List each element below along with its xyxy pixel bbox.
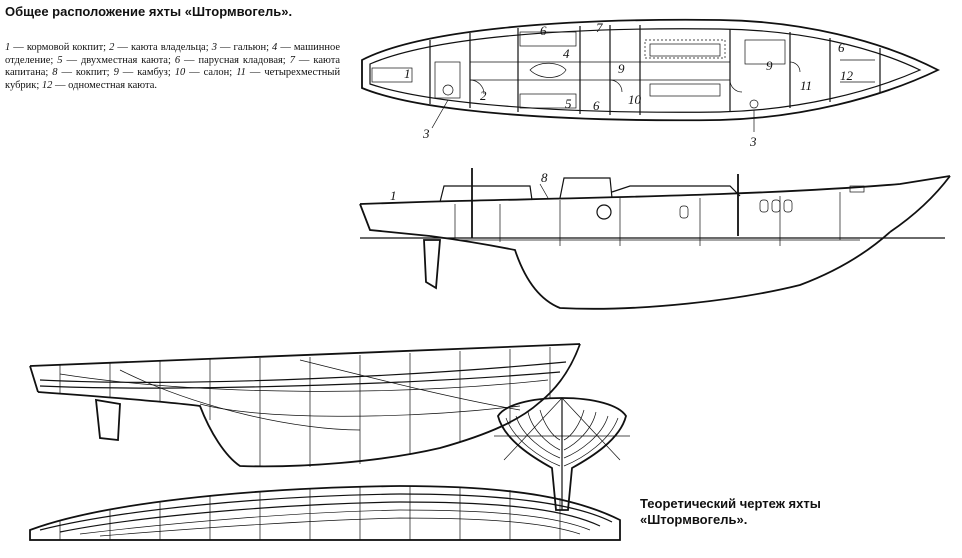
lines-profile-rudder [94, 398, 121, 441]
legend-item-11: 11 — четырехместный кубрик; [5, 67, 341, 91]
body-plan [494, 397, 630, 511]
lines-half-breadth [29, 485, 621, 541]
plan-label-11: 11 [800, 78, 812, 93]
legend-item-9: 9 — камбуз; [113, 67, 171, 78]
plan-label-5: 5 [565, 96, 572, 111]
general-arrangement-title: Общее расположение яхты «Штормвогель». [5, 4, 293, 19]
legend-item-3: 3 — гальюн; [211, 42, 269, 53]
plan-label-4: 4 [563, 46, 570, 61]
plan-label-6-fwd: 6 [838, 40, 845, 55]
legend-item-10: 10 — салон; [174, 67, 233, 78]
plan-label-12: 12 [840, 68, 854, 83]
legend: 1 — кормовой кокпит; 2 — каюта владельца… [5, 42, 340, 92]
plan-label-6-stbd: 6 [593, 98, 600, 113]
plan-label-6-port: 6 [540, 23, 547, 38]
half-breadth-outline [29, 485, 621, 541]
lines-profile [29, 343, 581, 468]
plan-label-10: 10 [628, 92, 642, 107]
profile-sheer [359, 175, 951, 205]
body-plan-outline [497, 397, 627, 511]
plan-label-1: 1 [404, 66, 411, 81]
plan-label-3-aft: 3 [422, 126, 430, 141]
plan-hull-outline [361, 18, 941, 122]
legend-item-2: 2 — каюта владельца; [109, 42, 209, 53]
legend-item-6: 6 — парусная кладовая; [174, 54, 286, 66]
legend-item-5: 5 — двухместная каюта; [57, 54, 171, 66]
profile-label-8: 8 [541, 170, 548, 185]
plan-label-2: 2 [480, 88, 487, 103]
profile-keel [429, 231, 891, 310]
legend-item-7: 7 — каюта капитана; [5, 54, 341, 79]
inboard-profile: 1 8 [359, 168, 951, 310]
profile-label-1: 1 [390, 188, 397, 203]
legend-item-4: 4 — машинное отделение; [5, 42, 341, 66]
lines-profile-keel [37, 391, 541, 468]
lines-plan-title: Теоретический чертеж яхты «Штормвогель». [640, 496, 821, 527]
plan-label-9-aft: 9 [618, 61, 625, 76]
legend-item-1: 1 — кормовой кокпит; [5, 42, 107, 53]
plan-label-7: 7 [596, 20, 603, 35]
deck-plan: 1 2 3 4 5 6 7 6 9 10 6 9 3 11 6 12 [361, 18, 941, 149]
profile-deckhouse [439, 185, 533, 203]
lines-profile-sheer [29, 343, 581, 367]
plan-label-3-fwd: 3 [749, 134, 757, 149]
legend-item-12: 12 — одноместная каюта. [41, 79, 157, 91]
plan-label-9-fwd: 9 [766, 58, 773, 73]
profile-rudder [423, 239, 441, 290]
legend-item-8: 8 — кокпит; [52, 67, 110, 78]
